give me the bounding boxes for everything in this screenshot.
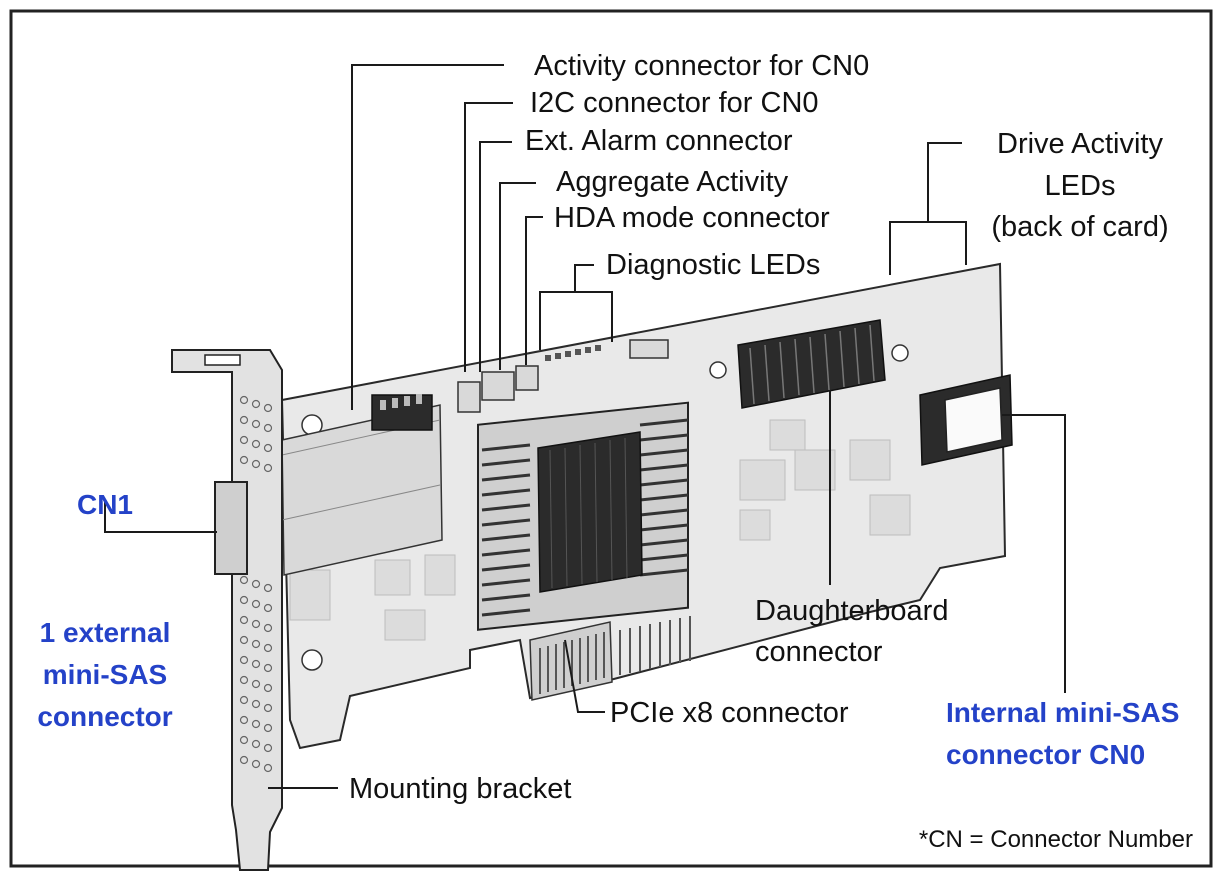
label-pcie-connector: PCIe x8 connector [610, 697, 849, 729]
label-hda-mode-connector: HDA mode connector [554, 202, 830, 234]
label-drive-activity-3: (back of card) [991, 211, 1168, 243]
pcie-fingers [539, 616, 691, 694]
label-drive-activity-1: Drive Activity [997, 128, 1163, 160]
label-mounting-bracket: Mounting bracket [349, 773, 571, 805]
label-external-sas-3: connector [37, 701, 172, 732]
header-connectors [371, 339, 669, 431]
heatsink [477, 401, 689, 631]
label-external-sas-1: 1 external [40, 617, 171, 648]
internal-sas-connector [919, 374, 1013, 466]
label-ext-alarm-connector: Ext. Alarm connector [525, 125, 793, 157]
label-activity-connector-cn0: Activity connector for CN0 [534, 50, 869, 82]
label-daughterboard-1: Daughterboard [755, 595, 948, 627]
label-external-sas-2: mini-SAS [43, 659, 167, 690]
label-i2c-connector-cn0: I2C connector for CN0 [530, 87, 819, 119]
label-internal-sas-1: Internal mini-SAS [946, 697, 1179, 728]
label-cn1: CN1 [77, 489, 133, 520]
label-daughterboard-2: connector [755, 636, 883, 668]
daughterboard-connector [737, 319, 886, 409]
footnote-cn-definition: *CN = Connector Number [919, 826, 1193, 853]
label-diagnostic-leds: Diagnostic LEDs [606, 249, 820, 281]
label-aggregate-activity: Aggregate Activity [556, 166, 789, 198]
label-drive-activity-2: LEDs [1045, 170, 1116, 202]
leader-lines [104, 64, 1066, 789]
mounting-bracket [171, 349, 283, 871]
label-internal-sas-2: connector CN0 [946, 739, 1145, 770]
cn1-port [214, 481, 248, 575]
